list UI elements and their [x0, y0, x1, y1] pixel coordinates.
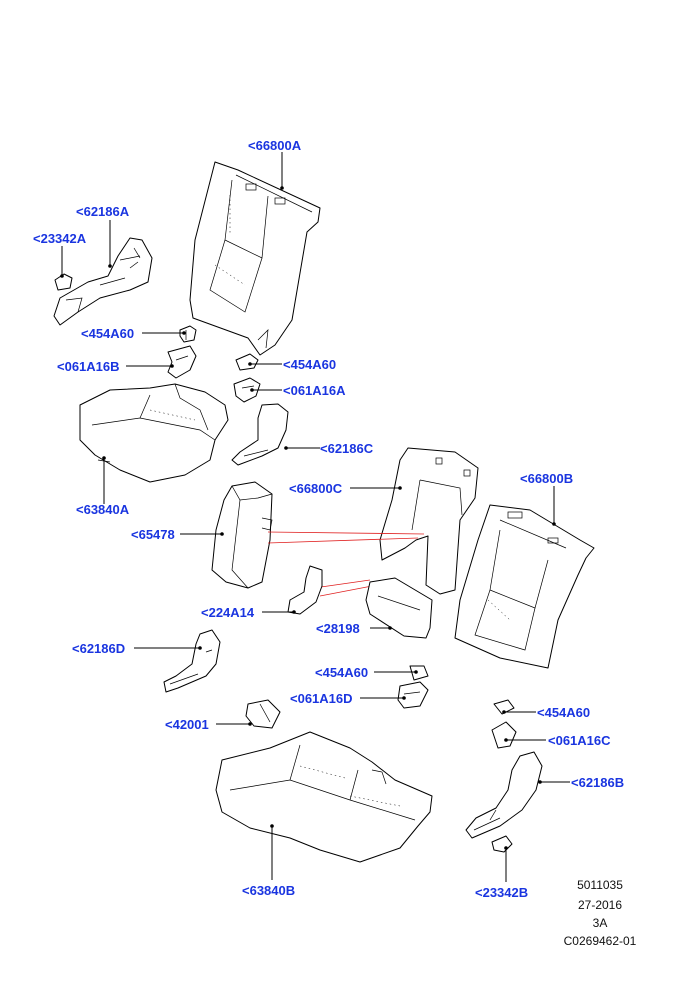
label-63840B[interactable]: <63840B	[242, 883, 295, 898]
part-66800A-seat-back	[189, 161, 321, 356]
part-28198-pad	[365, 577, 433, 639]
part-65478-armrest	[211, 481, 273, 589]
part-061A16A-bracket	[233, 377, 261, 403]
label-66800A[interactable]: <66800A	[248, 138, 302, 153]
label-061A16A[interactable]: <061A16A	[283, 383, 346, 398]
part-061A16D-bracket	[397, 681, 429, 709]
label-66800C[interactable]: <66800C	[289, 481, 343, 496]
label-62186B[interactable]: <62186B	[571, 775, 624, 790]
part-63840B-seat-cushion	[215, 731, 433, 863]
part-061A16C-bracket	[491, 721, 517, 749]
part-061A16B-bracket	[167, 345, 197, 379]
part-224A14-bracket	[287, 565, 323, 615]
part-42001-handle	[245, 699, 281, 729]
label-66800B[interactable]: <66800B	[520, 471, 573, 486]
part-454A60-clip-2	[235, 353, 259, 371]
label-454A60-3[interactable]: <454A60	[315, 665, 368, 680]
label-62186C[interactable]: <62186C	[320, 441, 374, 456]
reference-revision: 3A	[592, 916, 608, 930]
part-454A60-clip-1	[179, 325, 197, 343]
part-62186D-trim	[163, 629, 221, 693]
part-66800C-centre-panel	[379, 447, 479, 595]
reference-date: 27-2016	[577, 898, 623, 912]
label-23342A[interactable]: <23342A	[33, 231, 87, 246]
label-061A16B[interactable]: <061A16B	[57, 359, 120, 374]
part-62186B-trim	[465, 751, 543, 839]
part-454A60-clip-4	[493, 699, 515, 715]
alignment-lines	[267, 531, 425, 597]
leader-lines	[60, 152, 570, 882]
label-454A60-1[interactable]: <454A60	[81, 326, 134, 341]
label-28198[interactable]: <28198	[316, 621, 360, 636]
reference-number-1: 5011035	[577, 878, 623, 892]
label-224A14[interactable]: <224A14	[201, 605, 255, 620]
part-62186A-trim-panel	[53, 237, 153, 326]
part-454A60-clip-3	[409, 665, 429, 681]
label-42001[interactable]: <42001	[165, 717, 209, 732]
label-061A16C[interactable]: <061A16C	[548, 733, 611, 748]
label-62186A[interactable]: <62186A	[76, 204, 130, 219]
part-62186C-side-trim	[231, 403, 289, 466]
label-65478[interactable]: <65478	[131, 527, 175, 542]
label-63840A[interactable]: <63840A	[76, 502, 130, 517]
label-061A16D[interactable]: <061A16D	[290, 691, 353, 706]
label-454A60-4[interactable]: <454A60	[537, 705, 590, 720]
label-23342B[interactable]: <23342B	[475, 885, 528, 900]
part-66800B-seat-back	[454, 504, 595, 669]
label-454A60-2[interactable]: <454A60	[283, 357, 336, 372]
part-23342B-cover	[491, 835, 513, 853]
label-62186D[interactable]: <62186D	[72, 641, 125, 656]
part-63840A-seat-cushion	[79, 383, 229, 483]
reference-number-2: C0269462-01	[563, 934, 637, 948]
part-labels: <66800A <62186A <23342A <454A60 <061A16B…	[33, 138, 624, 900]
